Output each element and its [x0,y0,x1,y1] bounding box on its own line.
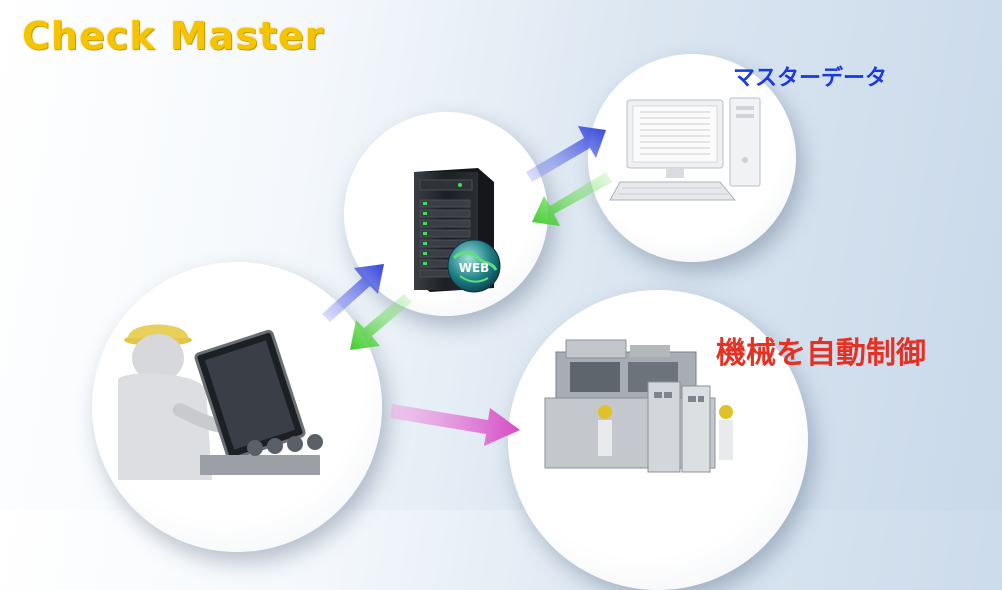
machine-control-label: 機械を自動制御 [716,336,926,371]
desktop-computer-icon [609,97,761,201]
upload-arrow-icon [526,126,606,182]
download-arrow-icon [532,172,612,226]
control-arrow-icon [390,404,520,446]
app-title: Check Master [22,14,325,58]
operator-figure-icon [118,324,323,480]
web-badge-text: WEB [459,261,490,275]
master-data-label: マスターデータ [733,66,888,91]
request-arrow-icon [322,264,384,322]
response-arrow-icon [350,294,412,350]
factory-machine-icon [544,339,733,473]
illustration-layer: WEB [118,97,761,480]
web-globe-icon [447,239,501,293]
